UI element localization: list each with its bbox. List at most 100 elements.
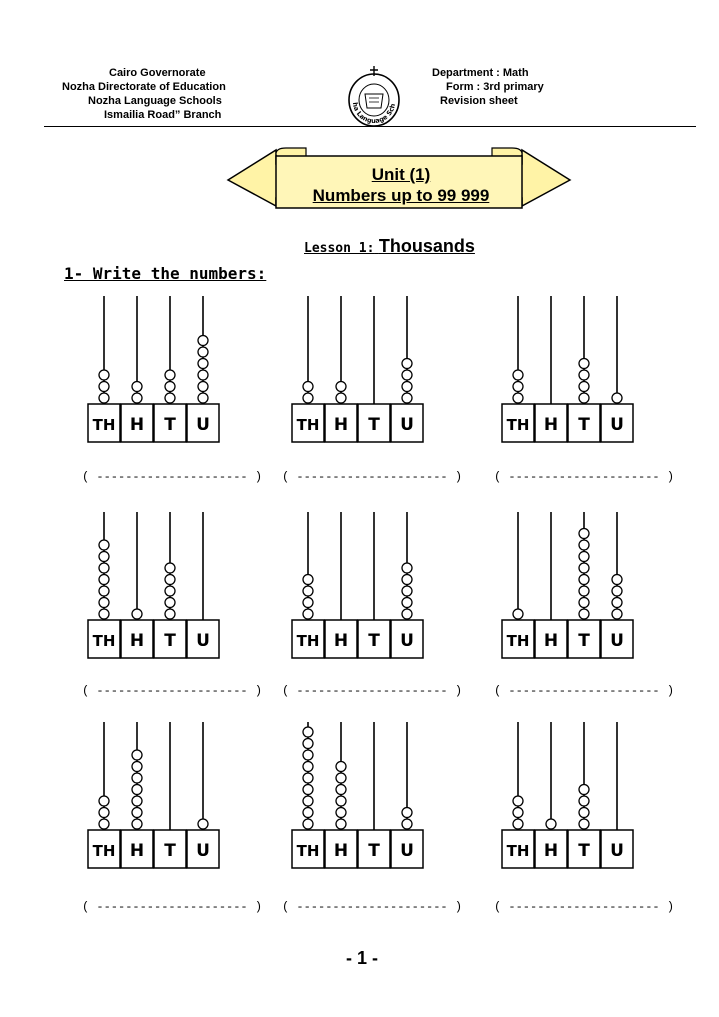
abacus-bead <box>98 818 110 830</box>
abacus-bead <box>164 369 176 381</box>
place-value-box <box>153 403 187 443</box>
abacus-bead <box>302 795 314 807</box>
abacus-bead <box>401 369 413 381</box>
department-text: Department : Math <box>432 67 529 79</box>
abacus-bead <box>401 818 413 830</box>
place-label-th: TH <box>93 632 116 650</box>
abacus-bead <box>611 392 623 404</box>
place-label-h: H <box>544 415 558 435</box>
place-value-box <box>186 829 220 869</box>
branch-text: Ismailia Road” Branch <box>104 109 222 121</box>
place-label-h: H <box>334 631 348 651</box>
abacus-bead <box>302 392 314 404</box>
abacus-bead <box>98 539 110 551</box>
governorate-text: Cairo Governorate <box>109 67 206 79</box>
answer-blank-4[interactable]: ( --------------------- ) <box>82 684 263 698</box>
abacus-bead <box>512 369 524 381</box>
place-label-u: U <box>610 841 624 861</box>
place-value-box <box>324 829 358 869</box>
answer-blank-2[interactable]: ( --------------------- ) <box>282 470 463 484</box>
abacus-bead <box>98 380 110 393</box>
place-label-t: T <box>164 631 176 651</box>
unit-banner <box>226 144 572 214</box>
place-label-th: TH <box>507 842 530 860</box>
place-value-box <box>534 403 568 443</box>
abacus-bead <box>131 806 143 819</box>
place-value-box <box>501 619 535 659</box>
header-right: Department : Math Form : 3rd primary Rev… <box>432 66 544 108</box>
abacus-bead <box>131 783 143 796</box>
school-seal-logo: Nozha Language Schools <box>342 58 403 130</box>
abacus-bead <box>335 760 347 773</box>
abacus-bead <box>302 380 314 393</box>
place-value-box <box>357 619 391 659</box>
abacus-bead <box>98 608 110 620</box>
abacus-bead <box>131 795 143 807</box>
abacus-bead <box>578 596 590 609</box>
place-label-h: H <box>544 841 558 861</box>
place-value-box <box>324 403 358 443</box>
abacus-bead <box>302 737 314 750</box>
answer-blank-5[interactable]: ( --------------------- ) <box>282 684 463 698</box>
header-divider <box>44 126 696 127</box>
answer-blank-9[interactable]: ( --------------------- ) <box>494 900 675 914</box>
place-label-th: TH <box>507 416 530 434</box>
abacus-bead <box>578 550 590 563</box>
abacus-bead <box>401 596 413 609</box>
abacus-bead <box>302 726 314 738</box>
place-label-t: T <box>578 415 590 435</box>
abacus-bead <box>131 749 143 761</box>
question-1-instruction: 1- Write the numbers: <box>64 264 267 283</box>
abacus-bead <box>131 380 143 393</box>
abacus-bead <box>611 596 623 609</box>
abacus-bead <box>512 392 524 404</box>
abacus-bead <box>164 573 176 586</box>
abacus-bead <box>197 334 209 347</box>
abacus-bead <box>401 806 413 819</box>
abacus-bead <box>578 562 590 574</box>
answer-blank-1[interactable]: ( --------------------- ) <box>82 470 263 484</box>
abacus-bead <box>578 369 590 381</box>
abacus-bead <box>578 392 590 404</box>
abacus-bead <box>98 596 110 609</box>
abacus-bead <box>197 818 209 830</box>
abacus-bead <box>197 369 209 381</box>
place-value-box <box>324 619 358 659</box>
abacus-bead <box>98 806 110 819</box>
abacus-bead <box>197 357 209 370</box>
abacus-bead <box>302 806 314 819</box>
page-number: - 1 - <box>346 948 379 968</box>
place-label-t: T <box>164 841 176 861</box>
place-value-box <box>390 619 424 659</box>
abacus-bead <box>164 380 176 393</box>
abacus-bead <box>302 573 314 586</box>
place-label-u: U <box>196 415 210 435</box>
answer-blank-6[interactable]: ( --------------------- ) <box>494 684 675 698</box>
place-label-th: TH <box>507 632 530 650</box>
place-label-u: U <box>400 631 414 651</box>
place-value-box <box>186 403 220 443</box>
place-value-box <box>501 829 535 869</box>
abacus-bead <box>98 562 110 574</box>
answer-blank-7[interactable]: ( --------------------- ) <box>82 900 263 914</box>
place-value-box <box>153 829 187 869</box>
place-value-box <box>291 403 325 443</box>
abacus-bead <box>611 573 623 586</box>
place-label-u: U <box>196 631 210 651</box>
answer-blank-8[interactable]: ( --------------------- ) <box>282 900 463 914</box>
abacus-bead <box>512 806 524 819</box>
abacus-bead <box>98 795 110 807</box>
place-label-u: U <box>610 631 624 651</box>
answer-blank-3[interactable]: ( --------------------- ) <box>494 470 675 484</box>
place-label-h: H <box>130 631 144 651</box>
abacus-bead <box>197 380 209 393</box>
abacus-bead <box>98 573 110 586</box>
place-label-t: T <box>368 841 380 861</box>
place-label-th: TH <box>93 416 116 434</box>
abacus-bead <box>401 573 413 586</box>
place-value-box <box>186 619 220 659</box>
